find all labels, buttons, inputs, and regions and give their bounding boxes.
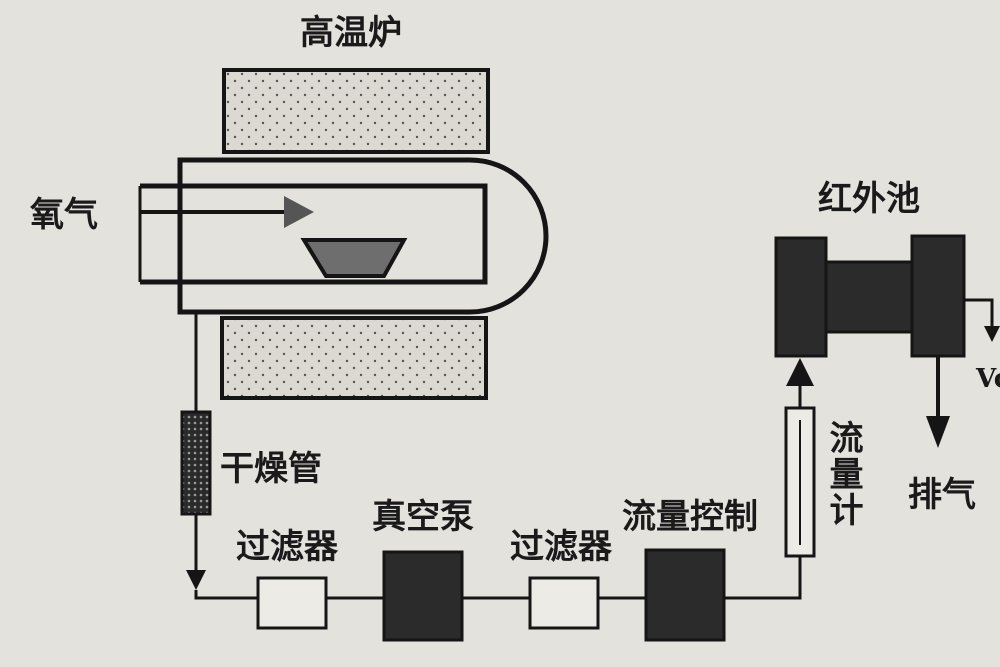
filter-2-box xyxy=(528,576,600,630)
flow-control-box xyxy=(644,548,726,642)
furnace-label: 高温炉 xyxy=(300,13,402,53)
sample-boat xyxy=(300,238,408,278)
vo-arrow-icon xyxy=(984,326,1000,342)
infrared-cell-label: 红外池 xyxy=(818,179,920,219)
flow-control-label: 流量控制 xyxy=(622,497,758,537)
up-arrow-icon xyxy=(786,358,814,386)
oxygen-label: 氧气 xyxy=(30,195,98,235)
vo-output-line xyxy=(964,298,994,330)
bottom-gas-line xyxy=(194,556,802,600)
combustion-tube-inner xyxy=(140,183,488,285)
infrared-cell-body xyxy=(824,260,914,334)
exhaust-label: 排气 xyxy=(908,475,976,515)
vacuum-pump-box xyxy=(382,550,464,642)
exhaust-arrow-icon xyxy=(926,416,950,448)
flowmeter-label: 流量计 xyxy=(823,420,863,528)
vacuum-pump-label: 真空泵 xyxy=(372,497,474,537)
filter-1-box xyxy=(256,576,328,630)
furnace-top-block xyxy=(222,68,490,154)
infrared-cell-right-block xyxy=(910,234,966,358)
down-arrow-icon xyxy=(186,570,206,590)
drying-tube-label: 干燥管 xyxy=(220,449,322,489)
infrared-cell-left-block xyxy=(774,236,828,358)
oxygen-arrowhead-icon xyxy=(284,196,314,228)
filter-1-label: 过滤器 xyxy=(236,527,338,567)
drying-tube xyxy=(180,410,212,516)
vo-label: Vo xyxy=(976,364,1000,394)
furnace-bottom-block xyxy=(220,316,488,400)
combustion-tube-outer xyxy=(177,157,549,315)
filter-2-label: 过滤器 xyxy=(510,527,612,567)
